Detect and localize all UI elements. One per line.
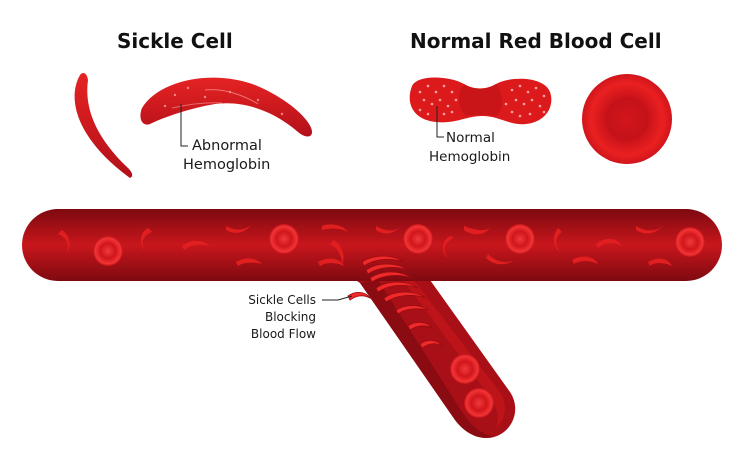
blocking-line3: Blood Flow (250, 327, 316, 341)
abnormal-hemoglobin-line2: Hemoglobin (183, 157, 271, 173)
normal-hemoglobin-label: Normal Hemoglobin (429, 129, 510, 167)
blocking-pointer (322, 295, 353, 301)
vessel-sickle-cells (58, 224, 672, 266)
blocking-cluster (347, 255, 444, 349)
vessel-normal-cells (93, 224, 705, 418)
blocking-line2: Blocking (264, 310, 316, 324)
abnormal-hemoglobin-pointer (180, 104, 188, 147)
normal-cell-top-view (582, 74, 672, 164)
blocking-label: Sickle Cells Blocking Blood Flow (236, 292, 316, 343)
normal-cell-side-view (409, 77, 552, 125)
sickle-cell-large (140, 77, 312, 137)
normal-hemoglobin-pointer (436, 106, 444, 138)
abnormal-hemoglobin-line1: Abnormal (192, 138, 262, 154)
normal-hemoglobin-line2: Hemoglobin (429, 149, 511, 165)
main-vessel (22, 209, 722, 281)
abnormal-hemoglobin-label: Abnormal Hemoglobin (183, 137, 270, 175)
blocking-line1: Sickle Cells (248, 293, 316, 307)
sickle-cell-title: Sickle Cell (117, 29, 233, 53)
normal-cell-title: Normal Red Blood Cell (410, 29, 662, 53)
sickle-cell-thin (74, 72, 133, 178)
normal-hemoglobin-line1: Normal (446, 130, 495, 146)
